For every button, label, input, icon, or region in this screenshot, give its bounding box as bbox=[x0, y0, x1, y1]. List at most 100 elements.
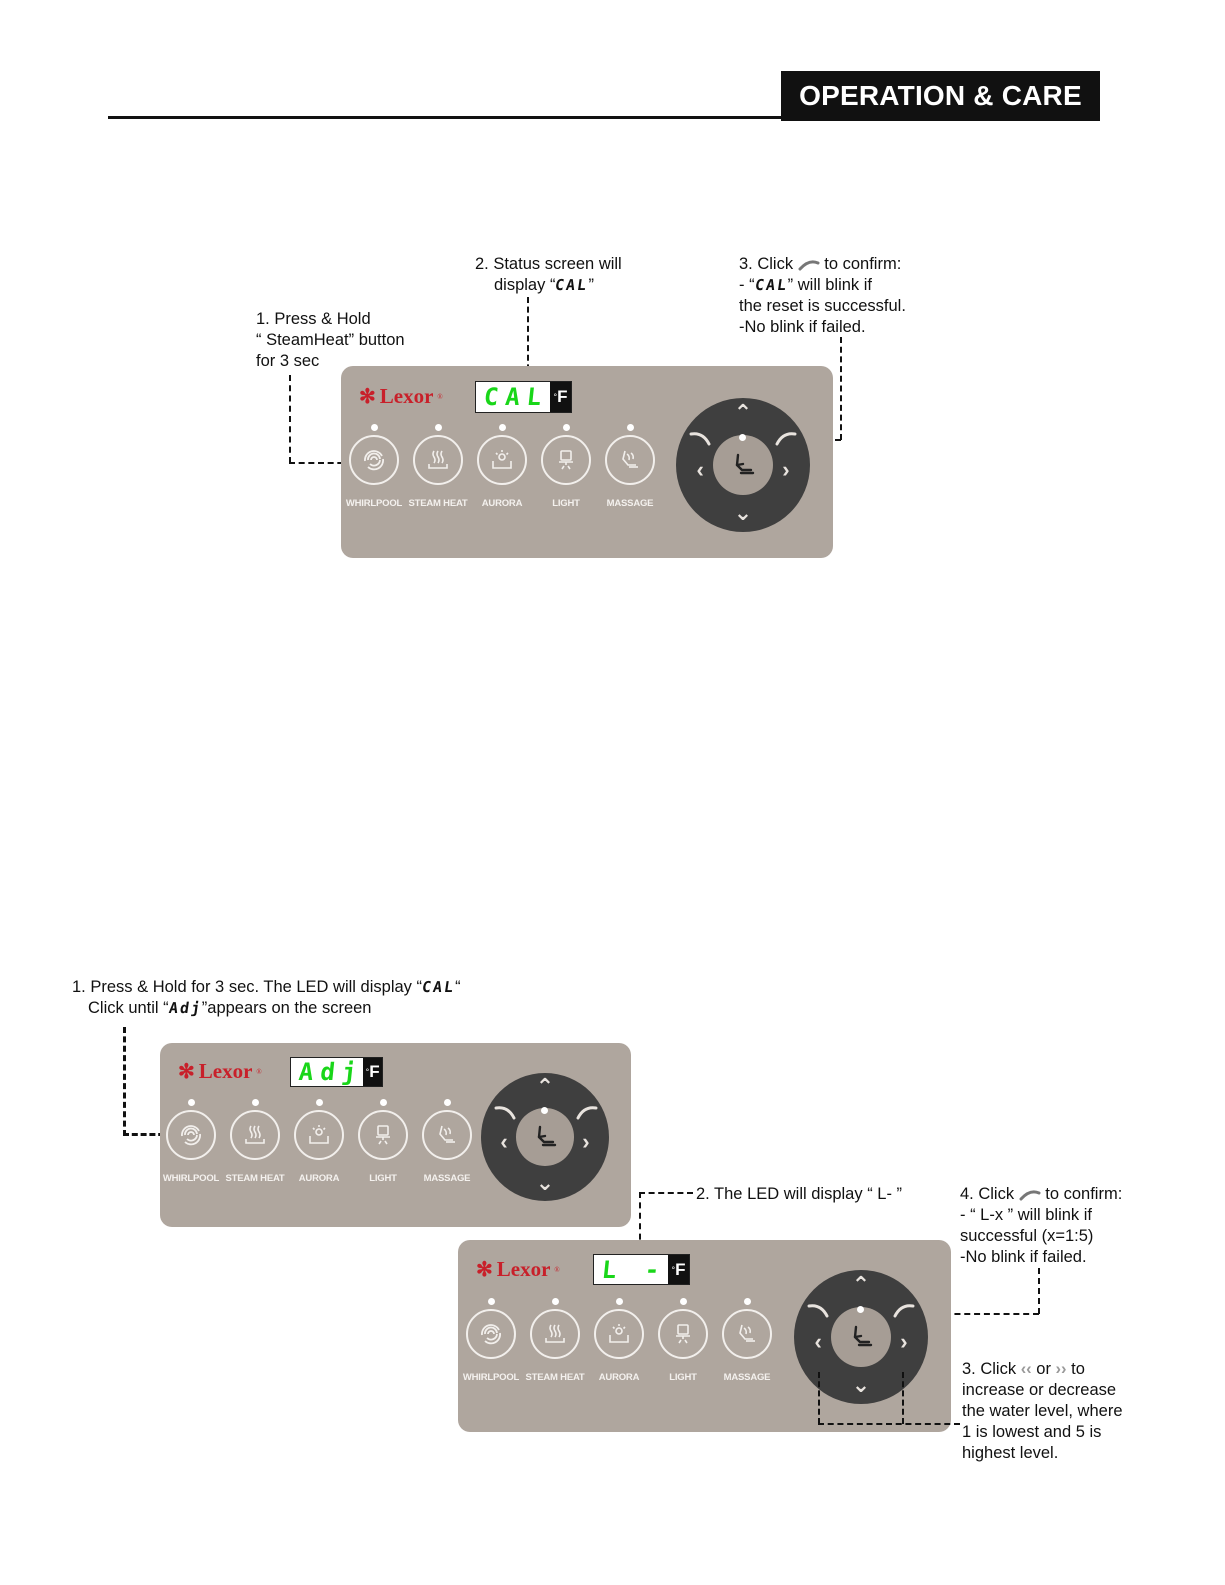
s2-step4-line2: - “ L-x ” will blink if bbox=[960, 1206, 1093, 1224]
light-icon bbox=[370, 1122, 396, 1148]
step1-line3: for 3 sec bbox=[256, 352, 320, 370]
chevron-right-icon[interactable]: › bbox=[900, 1329, 908, 1355]
navigation-dial[interactable]: ⌃ ⌄ ‹ › bbox=[481, 1073, 609, 1201]
function-button-group: AURORA bbox=[594, 1298, 644, 1383]
s2-step2-note: 2. The LED will display “ L- ” bbox=[696, 1185, 903, 1203]
light-button[interactable] bbox=[658, 1309, 708, 1359]
lcd-code-inline: CAL bbox=[420, 978, 457, 996]
button-label: AURORA bbox=[481, 498, 523, 509]
leader-line bbox=[818, 1372, 820, 1424]
status-led bbox=[434, 424, 442, 431]
step3-line2: - “CAL” will blink if bbox=[739, 276, 873, 294]
step1-note: 1. Press & Hold “ SteamHeat” button for … bbox=[256, 309, 405, 372]
status-led bbox=[251, 1099, 259, 1106]
s2-step4-line3: successful (x=1:5) bbox=[960, 1227, 1094, 1245]
chevron-up-icon[interactable]: ⌃ bbox=[733, 399, 753, 425]
navigation-dial[interactable]: ⌃ ⌄ ‹ › bbox=[676, 398, 810, 532]
function-button-group: WHIRLPOOL bbox=[463, 1298, 519, 1383]
light-button[interactable] bbox=[541, 435, 591, 485]
chevron-up-icon[interactable]: ⌃ bbox=[851, 1271, 871, 1297]
confirm-arc-right-icon[interactable] bbox=[893, 1302, 915, 1318]
button-label: LIGHT bbox=[669, 1372, 697, 1383]
chevron-left-icon[interactable]: ‹ bbox=[696, 457, 704, 483]
function-button-group: STEAM HEAT bbox=[525, 1298, 585, 1383]
whirlpool-button[interactable] bbox=[466, 1309, 516, 1359]
button-label: MASSAGE bbox=[606, 498, 654, 509]
status-led bbox=[187, 1099, 195, 1106]
steam-heat-icon bbox=[242, 1122, 268, 1148]
button-label: MASSAGE bbox=[723, 1372, 771, 1383]
chevron-down-icon[interactable]: ⌄ bbox=[733, 500, 753, 526]
dial-led bbox=[739, 434, 746, 442]
massage-button[interactable] bbox=[422, 1110, 472, 1160]
function-button-group: AURORA bbox=[294, 1099, 344, 1184]
confirm-arc-left-icon[interactable] bbox=[807, 1302, 829, 1318]
steam-heat-button[interactable] bbox=[530, 1309, 580, 1359]
button-label: WHIRLPOOL bbox=[162, 1173, 220, 1184]
massage-button[interactable] bbox=[605, 435, 655, 485]
status-led bbox=[379, 1099, 387, 1106]
steam-heat-button[interactable] bbox=[413, 435, 463, 485]
aurora-button[interactable] bbox=[477, 435, 527, 485]
lcd-code-inline: CAL bbox=[753, 276, 790, 294]
leader-line bbox=[639, 1192, 693, 1194]
steam-heat-icon bbox=[542, 1321, 568, 1347]
display-digits: Adj bbox=[297, 1058, 365, 1086]
step1-line1: 1. Press & Hold bbox=[256, 310, 371, 328]
display-unit: °F bbox=[363, 1058, 382, 1086]
chevron-left-icon: ‹‹ bbox=[1020, 1360, 1032, 1378]
step2-note: 2. Status screen will display “CAL” bbox=[475, 254, 622, 296]
step3-line1: 3. Click to confirm: bbox=[739, 255, 902, 273]
status-led bbox=[487, 1298, 495, 1305]
button-label: LIGHT bbox=[369, 1173, 397, 1184]
chevron-right-icon[interactable]: › bbox=[582, 1129, 590, 1155]
steam-heat-button[interactable] bbox=[230, 1110, 280, 1160]
header-rule bbox=[108, 116, 1100, 119]
button-label: WHIRLPOOL bbox=[462, 1372, 520, 1383]
s2-step3-line3: the water level, where bbox=[962, 1402, 1123, 1420]
status-display: CAL °F bbox=[475, 381, 572, 413]
lcd-code-inline: Adj bbox=[167, 999, 204, 1017]
display-unit: °F bbox=[668, 1255, 689, 1284]
snowflake-logo-icon: ✻ bbox=[359, 386, 376, 408]
recline-button[interactable] bbox=[516, 1108, 574, 1166]
massage-icon bbox=[434, 1122, 460, 1148]
navigation-dial[interactable]: ⌃ ⌄ ‹ › bbox=[794, 1270, 928, 1404]
confirm-arc-right-icon[interactable] bbox=[775, 430, 797, 446]
function-button-group: WHIRLPOOL bbox=[163, 1099, 219, 1184]
chevron-left-icon[interactable]: ‹ bbox=[500, 1129, 508, 1155]
status-led bbox=[626, 424, 634, 431]
function-button-group: AURORA bbox=[477, 424, 527, 509]
function-button-group: STEAM HEAT bbox=[225, 1099, 285, 1184]
chevron-down-icon[interactable]: ⌄ bbox=[535, 1170, 555, 1196]
leader-line bbox=[925, 1313, 1039, 1315]
recline-button[interactable] bbox=[712, 434, 774, 496]
s2-step3-line1: 3. Click ‹‹ or ›› to bbox=[962, 1360, 1085, 1378]
leader-line bbox=[902, 1372, 904, 1424]
chevron-left-icon[interactable]: ‹ bbox=[814, 1329, 822, 1355]
massage-button[interactable] bbox=[722, 1309, 772, 1359]
chevron-up-icon[interactable]: ⌃ bbox=[535, 1074, 555, 1100]
confirm-arc-left-icon[interactable] bbox=[689, 430, 711, 446]
confirm-arc-right-icon[interactable] bbox=[576, 1104, 598, 1120]
aurora-button[interactable] bbox=[594, 1309, 644, 1359]
button-label: LIGHT bbox=[552, 498, 580, 509]
chevron-down-icon[interactable]: ⌄ bbox=[851, 1372, 871, 1398]
s2-step3-note: 3. Click ‹‹ or ›› to increase or decreas… bbox=[962, 1359, 1123, 1464]
recline-button[interactable] bbox=[830, 1306, 892, 1368]
confirm-arc-left-icon[interactable] bbox=[494, 1104, 516, 1120]
aurora-button[interactable] bbox=[294, 1110, 344, 1160]
whirlpool-button[interactable] bbox=[166, 1110, 216, 1160]
leader-line bbox=[123, 1027, 126, 1136]
chevron-right-icon[interactable]: › bbox=[782, 457, 790, 483]
leader-line bbox=[289, 462, 353, 464]
light-button[interactable] bbox=[358, 1110, 408, 1160]
chevron-right-icon: ›› bbox=[1055, 1360, 1067, 1378]
chair-icon bbox=[529, 1121, 561, 1153]
function-button-group: WHIRLPOOL bbox=[346, 424, 402, 509]
whirlpool-button[interactable] bbox=[349, 435, 399, 485]
aurora-icon bbox=[606, 1321, 632, 1347]
